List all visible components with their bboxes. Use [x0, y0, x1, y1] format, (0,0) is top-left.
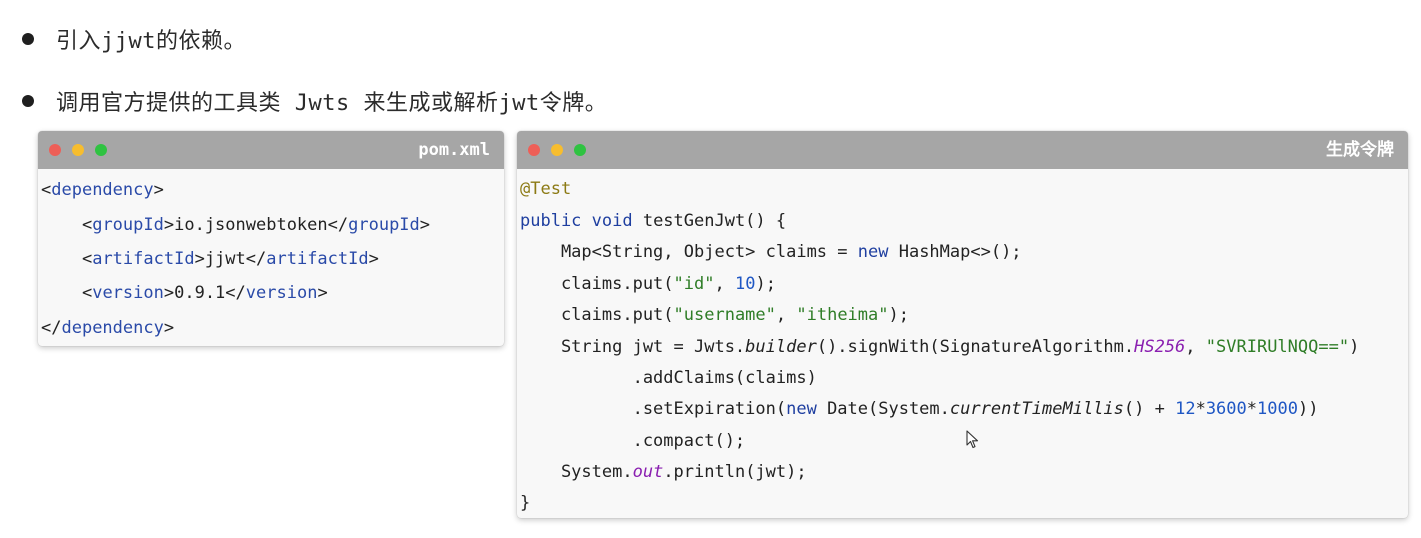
bullet-text: 引入jjwt的依赖。	[56, 29, 246, 54]
code-line: <artifactId>jjwt</artifactId>	[81, 249, 379, 269]
code-line: @Test	[520, 179, 572, 199]
maximize-light-icon	[95, 144, 107, 156]
generate-token-code-window: 生成令牌 @Test public void testGenJwt() { Ma…	[517, 131, 1408, 518]
window-title: pom.xml	[418, 140, 490, 160]
bullet-item-dependency: 引入jjwt的依赖。	[22, 23, 246, 55]
code-line: .compact();	[520, 431, 746, 451]
code-line: public void testGenJwt() {	[520, 211, 787, 231]
minimize-light-icon	[551, 144, 563, 156]
window-titlebar: pom.xml	[38, 131, 504, 169]
maximize-light-icon	[574, 144, 586, 156]
minimize-light-icon	[72, 144, 84, 156]
code-line: <dependency>	[41, 180, 164, 200]
code-line: </dependency>	[41, 318, 175, 338]
close-light-icon	[528, 144, 540, 156]
code-line: <groupId>io.jsonwebtoken</groupId>	[81, 215, 431, 235]
mouse-pointer-icon	[966, 430, 979, 449]
window-controls	[49, 144, 118, 156]
code-line: Map<String, Object> claims = new HashMap…	[520, 242, 1022, 262]
code-line: }	[520, 493, 531, 513]
bullet-dot-icon	[22, 33, 34, 45]
bullet-item-jwts-usage: 调用官方提供的工具类 Jwts 来生成或解析jwt令牌。	[22, 85, 607, 117]
code-line: .setExpiration(new Date(System.currentTi…	[520, 399, 1319, 419]
code-line: .addClaims(claims)	[520, 368, 817, 388]
window-titlebar: 生成令牌	[517, 131, 1408, 169]
code-line: String jwt = Jwts.builder().signWith(Sig…	[520, 337, 1360, 357]
code-line: <version>0.9.1</version>	[81, 283, 328, 303]
bullet-dot-icon	[22, 95, 34, 107]
close-light-icon	[49, 144, 61, 156]
code-line: claims.put("id", 10);	[520, 274, 776, 294]
window-title: 生成令牌	[1326, 140, 1394, 160]
pom-xml-code-window: pom.xml <dependency> <groupId>io.jsonweb…	[38, 131, 504, 346]
java-code-block: @Test public void testGenJwt() { Map<Str…	[517, 169, 1408, 513]
code-line: System.out.println(jwt);	[520, 462, 807, 482]
code-line: claims.put("username", "itheima");	[520, 305, 909, 325]
pom-code-block: <dependency> <groupId>io.jsonwebtoken</g…	[38, 169, 504, 338]
bullet-text: 调用官方提供的工具类 Jwts 来生成或解析jwt令牌。	[56, 91, 608, 116]
window-controls	[528, 144, 597, 156]
